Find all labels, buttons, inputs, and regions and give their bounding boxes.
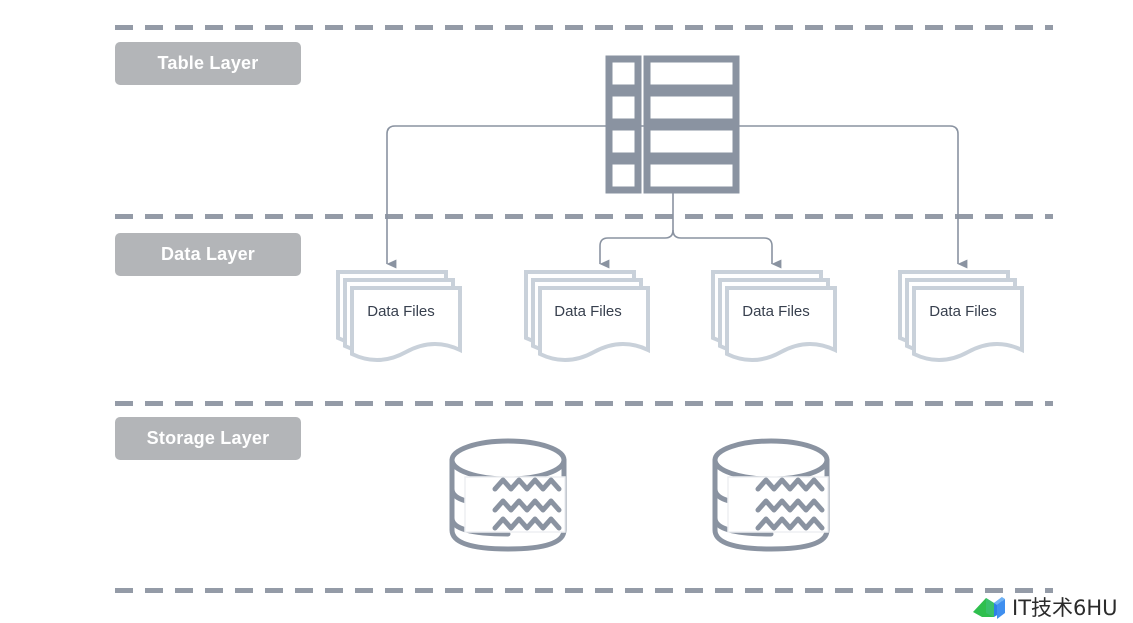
divider-table-data <box>115 214 1053 219</box>
data-files-label-3: Data Files <box>742 303 810 320</box>
database-waves-2 <box>727 476 829 533</box>
watermark-text: IT技术6HU <box>1012 596 1118 620</box>
database-cylinder-icon-1[interactable] <box>449 438 567 552</box>
layer-label-table-text: Table Layer <box>157 53 259 73</box>
table-rows-icon[interactable] <box>605 55 740 194</box>
connector-outer-left <box>386 125 673 269</box>
connector-group <box>386 125 968 269</box>
data-files-label-4: Data Files <box>929 303 997 320</box>
connector-outer-right <box>673 125 968 269</box>
layer-label-data[interactable]: Data Layer <box>115 233 301 276</box>
connector-inner-right <box>672 229 782 269</box>
book-logo-icon <box>973 597 1005 619</box>
divider-data-storage <box>115 401 1053 406</box>
database-waves-1 <box>464 476 566 533</box>
database-cylinder-icon-2[interactable] <box>712 438 830 552</box>
data-files-label-1: Data Files <box>367 303 435 320</box>
data-files-label-2: Data Files <box>554 303 622 320</box>
layer-label-table[interactable]: Table Layer <box>115 42 301 85</box>
layer-label-storage-text: Storage Layer <box>146 428 270 448</box>
watermark: IT技术6HU <box>972 592 1118 622</box>
layer-label-storage[interactable]: Storage Layer <box>115 417 301 460</box>
divider-bottom <box>115 588 1053 593</box>
layer-label-data-text: Data Layer <box>160 244 256 264</box>
connector-inner-left <box>599 229 674 269</box>
divider-top <box>115 25 1053 30</box>
